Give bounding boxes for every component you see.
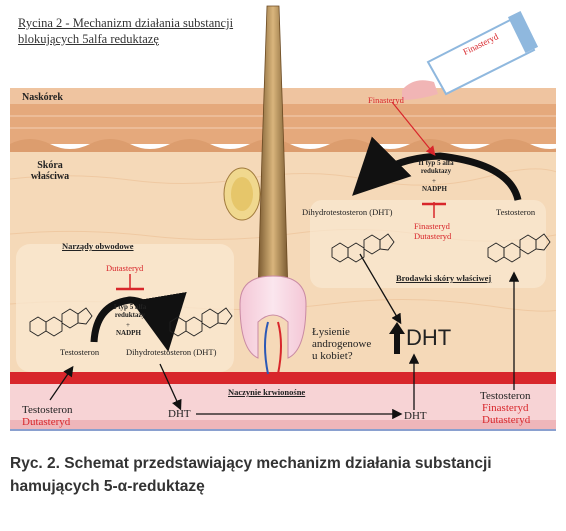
label-dht-left-molecule: Dihydrotestosteron (DHT) (126, 347, 217, 357)
label-skora-wlasciwa: Skóra właściwa (30, 160, 70, 182)
dht-molecule-left (169, 307, 233, 337)
label-nadph-right: NADPH (422, 185, 447, 193)
blood-vessel (10, 372, 556, 431)
figure-caption: Ryc. 2. Schemat przedstawiający mechaniz… (10, 455, 492, 495)
label-testosteron-left: Testosteron (60, 347, 100, 357)
label-dht-big: DHT (406, 325, 452, 350)
label-plus-right: + (432, 177, 436, 185)
label-plus-left: + (126, 321, 130, 329)
label-dht-bottom-1: DHT (168, 408, 191, 420)
label-lysienie-1: Łysienie (312, 326, 350, 338)
label-finasteryd-bottom-right: Finasteryd (482, 402, 529, 414)
label-enzyme-right: II typ 5 alfa reduktazy (418, 159, 454, 175)
left-conversion-arrow (90, 291, 187, 352)
label-enzyme-left: I typ 5 alfa reduktazy (113, 303, 147, 319)
label-finasteryd-right: Finasteryd (414, 221, 450, 231)
finasteride-penetration-arrow (391, 101, 436, 156)
finasteride-tube-icon (402, 10, 539, 100)
dht-molecule-right (331, 233, 395, 263)
dermal-papilla-box (310, 200, 546, 288)
label-brodawki: Brodawki skóry właściwej (396, 273, 492, 283)
mechanism-figure: Rycina 2 - Mechanizm działania substancj… (10, 4, 556, 444)
label-lysienie-2: androgenowe (312, 338, 372, 350)
label-testosteron-bottom-right: Testosteron (480, 390, 531, 402)
right-conversion-arrow (352, 136, 522, 201)
label-dht-bottom-2: DHT (404, 410, 427, 422)
label-naskorek: Naskórek (22, 92, 63, 103)
label-testosteron-right: Testosteron (496, 207, 536, 217)
label-narzady: Narządy obwodowe (62, 241, 134, 251)
label-dht-right-molecule: Dihydrotestosteron (DHT) (302, 207, 393, 217)
figure-graphics (10, 5, 556, 431)
label-finasteryd-top: Finasteryd (368, 95, 404, 105)
label-dutasteryd-bottom-right: Dutasteryd (482, 414, 531, 426)
label-dutasteryd-right: Dutasteryd (414, 231, 452, 241)
label-dutasteryd-left: Dutasteryd (106, 263, 144, 273)
testosterone-molecule-right (487, 233, 551, 263)
label-testosteron-bottom-left: Testosteron (22, 404, 73, 416)
label-lysienie-3: u kobiet? (312, 350, 353, 362)
testosterone-molecule-left (29, 307, 93, 337)
label-naczynie: Naczynie krwionośne (228, 387, 306, 397)
label-nadph-left: NADPH (116, 329, 141, 337)
hair-follicle (223, 5, 307, 375)
increase-arrow-icon (389, 322, 405, 354)
label-dutasteryd-bottom-left: Dutasteryd (22, 416, 71, 428)
figure-title: Rycina 2 - Mechanizm działania substancj… (18, 16, 234, 46)
